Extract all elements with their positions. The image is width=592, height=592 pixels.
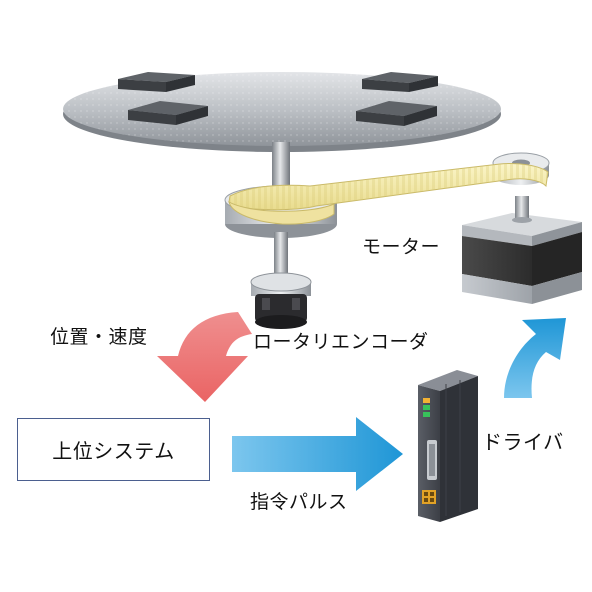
rotary-encoder-label: ロータリエンコーダ [253, 331, 429, 353]
command-pulse-label: 指令パルス [250, 491, 348, 513]
rotary-table [63, 72, 501, 152]
command-pulse-arrow [232, 417, 403, 491]
encoder-shaft [274, 232, 288, 278]
driver-label: ドライバ [482, 430, 564, 454]
drive-arrow [504, 318, 566, 398]
motor [462, 196, 582, 304]
host-system-box: 上位システム [17, 418, 210, 481]
host-system-label: 上位システム [52, 439, 175, 463]
feedback-arrow [157, 312, 252, 402]
timing-belt [228, 163, 549, 225]
rotary-encoder [250, 272, 312, 329]
servo-driver [418, 370, 478, 522]
position-velocity-label: 位置・速度 [50, 326, 148, 348]
workpiece-blocks [118, 72, 438, 126]
motor-label: モーター [362, 236, 441, 258]
